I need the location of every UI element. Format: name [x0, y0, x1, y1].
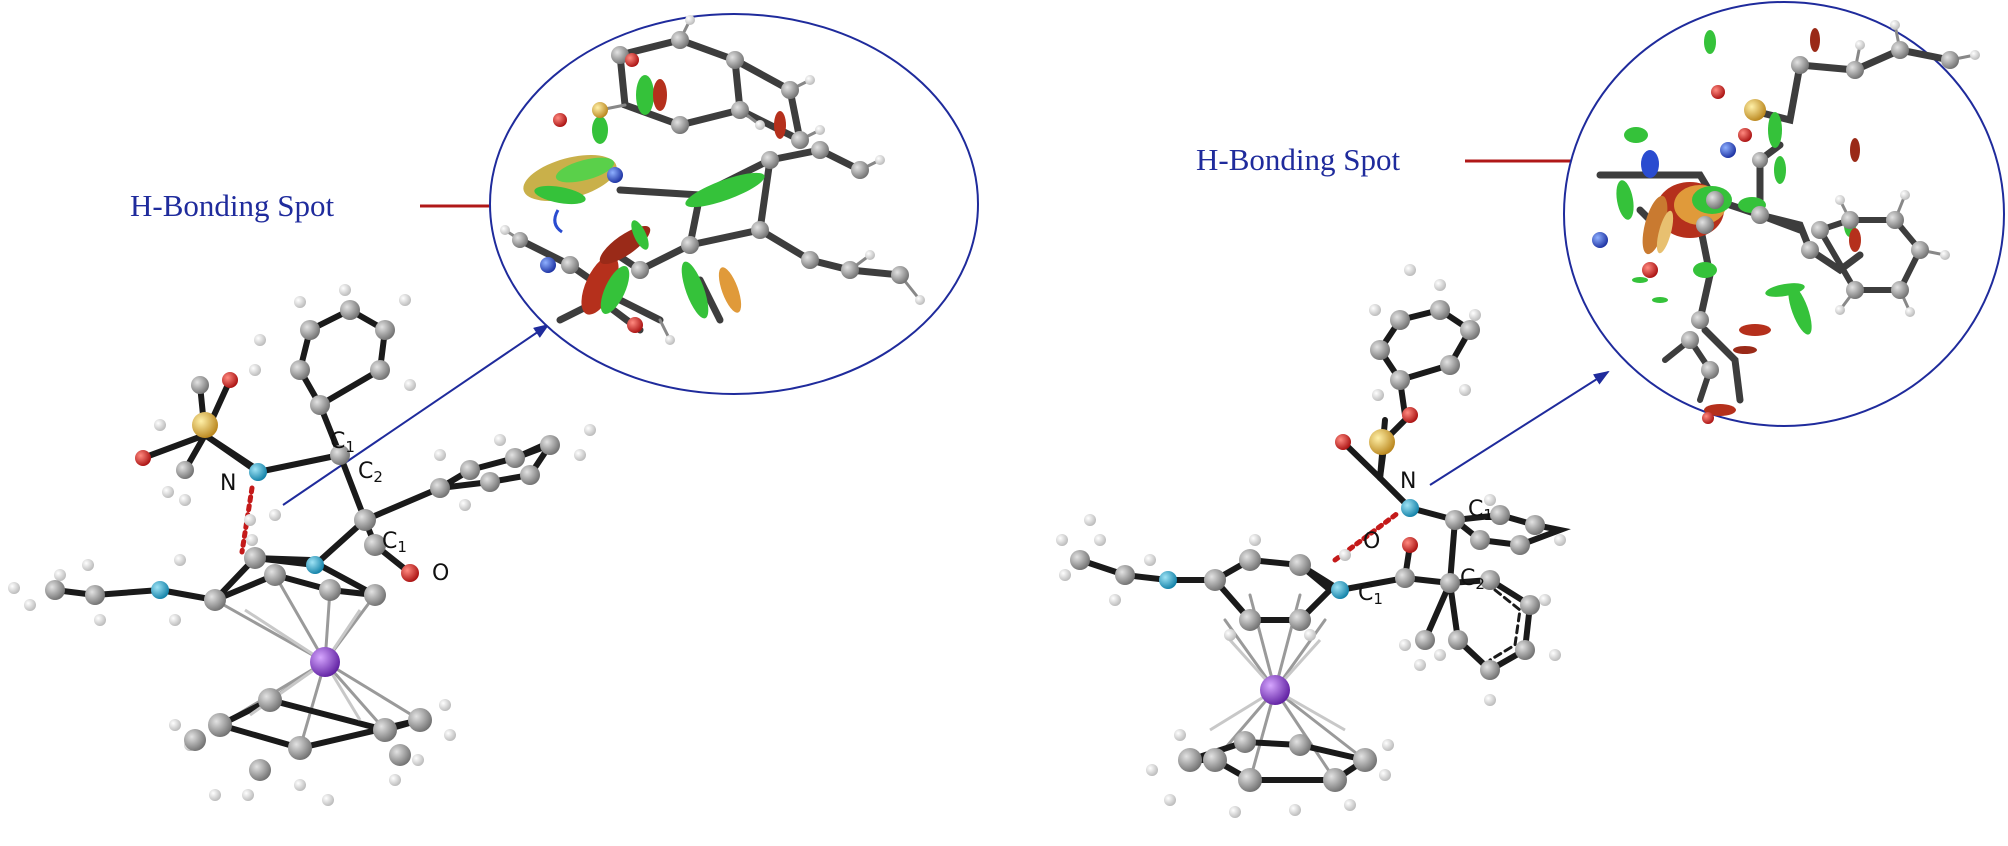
left-atom-labels: N C1 C2 C1 O	[220, 429, 449, 586]
right-inset-atoms	[1592, 20, 1980, 424]
left-molecule: N C1 C2 C1 O	[8, 284, 596, 806]
left-label-n: N	[220, 471, 236, 496]
right-label-c1-lower: C1	[1358, 581, 1383, 608]
right-zoom-inset	[1563, 1, 2005, 427]
right-label-c2: C2	[1460, 566, 1485, 593]
right-atom-labels: N C1 O C1 C2	[1358, 469, 1493, 608]
left-callout-text: H-Bonding Spot	[130, 188, 334, 223]
left-panel: H-Bonding Spot	[8, 13, 979, 806]
right-label-n: N	[1400, 469, 1416, 494]
right-label-c1-upper: C1	[1468, 497, 1493, 524]
left-zoom-pointer-arrow	[282, 323, 550, 506]
right-panel: H-Bonding Spot	[1056, 1, 2005, 818]
right-molecule-atoms	[1056, 264, 1566, 818]
right-label-o: O	[1363, 529, 1380, 554]
left-molecule-atoms	[8, 284, 596, 806]
right-callout-text: H-Bonding Spot	[1196, 142, 1400, 177]
left-nci-surfaces	[523, 75, 786, 319]
right-molecule: N C1 O C1 C2	[1056, 264, 1571, 818]
left-label-c1-lower: C1	[382, 529, 407, 556]
left-zoom-inset	[489, 13, 979, 395]
left-label-o: O	[432, 561, 449, 586]
left-label-c2: C2	[358, 459, 383, 486]
left-inset-atoms	[500, 15, 925, 345]
right-zoom-pointer-arrow	[1429, 370, 1610, 486]
left-label-c1-upper: C1	[330, 429, 355, 456]
right-zoom-circle	[1563, 1, 2005, 427]
